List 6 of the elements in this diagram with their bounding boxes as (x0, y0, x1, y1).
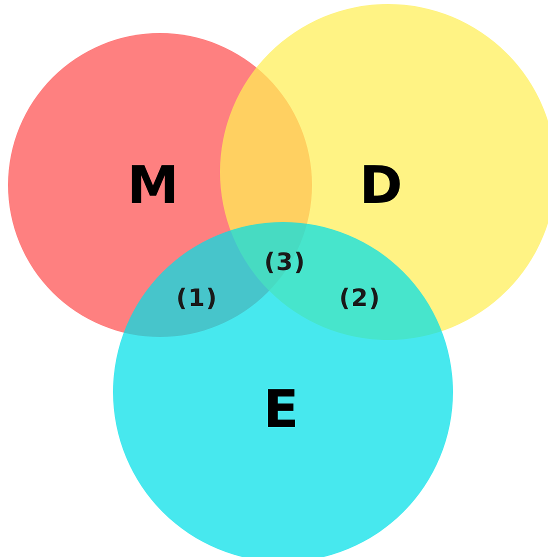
region-number: (3) (264, 250, 306, 274)
set-letter: M (127, 160, 179, 212)
set-letter: E (263, 384, 299, 436)
region-number: (2) (339, 286, 381, 310)
set-letter: D (359, 160, 403, 212)
region-number: (1) (176, 286, 218, 310)
